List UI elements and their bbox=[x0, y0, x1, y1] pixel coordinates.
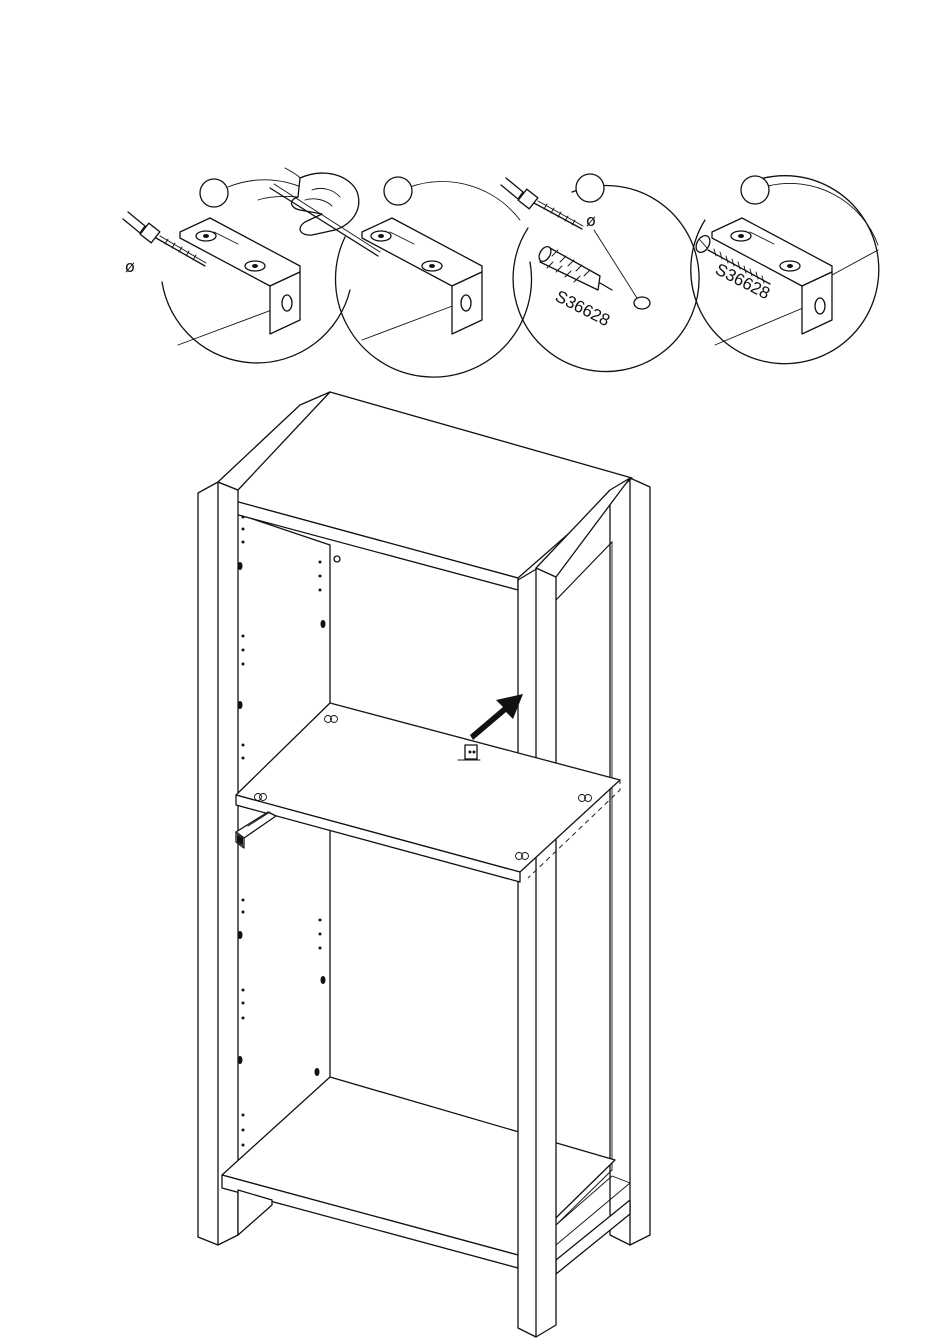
step-3-wall-plug-code: S36628 bbox=[552, 287, 613, 331]
drilled-hole bbox=[634, 297, 650, 309]
step-4-detail: S36628 bbox=[691, 176, 879, 364]
wall-plug-icon bbox=[537, 245, 612, 290]
insert-arrow-icon bbox=[470, 694, 523, 740]
step-1-drill-diameter-symbol: ø bbox=[125, 257, 135, 276]
insertion-guide-line bbox=[594, 230, 637, 298]
step-1-number-badge bbox=[200, 179, 228, 207]
step-4-number-badge bbox=[741, 176, 769, 204]
step-1-detail-circle bbox=[162, 282, 350, 363]
angle-bracket-icon bbox=[362, 218, 482, 334]
hand-pencil-icon bbox=[258, 168, 380, 256]
step-3-number-badge bbox=[576, 174, 604, 202]
rear-right-post bbox=[556, 478, 650, 1245]
step-2-number-badge bbox=[384, 177, 412, 205]
bookcase-frame bbox=[198, 392, 650, 1337]
drill-icon bbox=[501, 178, 583, 229]
step-3-detail-circle bbox=[513, 186, 699, 372]
angle-bracket-icon bbox=[180, 218, 300, 334]
step-3-drill-diameter-symbol: ø bbox=[586, 211, 596, 230]
